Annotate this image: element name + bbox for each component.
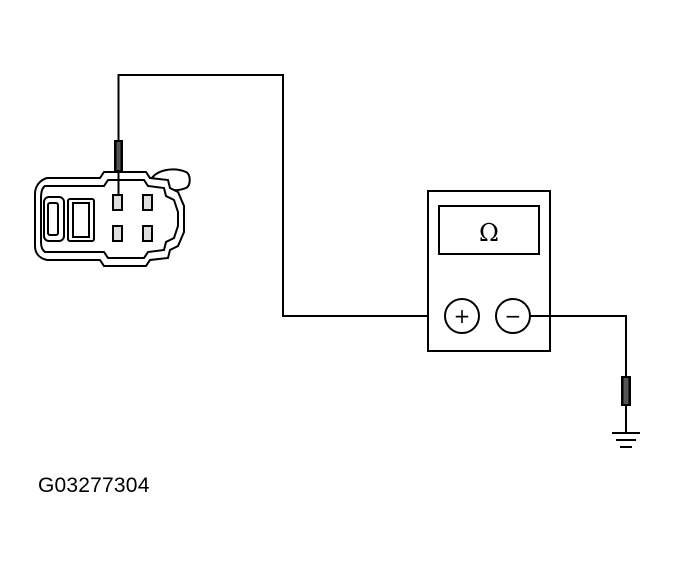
probe-icon xyxy=(114,140,123,196)
test-lead-negative xyxy=(530,315,627,376)
meter-display xyxy=(438,205,540,255)
figure-id: G03277304 xyxy=(38,474,150,497)
positive-terminal xyxy=(444,298,480,334)
negative-symbol: − xyxy=(505,304,522,328)
positive-symbol: + xyxy=(454,304,471,328)
test-lead-positive xyxy=(117,74,447,317)
ground-probe-icon xyxy=(621,376,631,432)
ohm-symbol: Ω xyxy=(479,219,499,247)
terminal-cavity xyxy=(142,194,153,211)
ground-icon xyxy=(612,432,640,448)
terminal-cavity xyxy=(112,194,123,211)
connector xyxy=(34,168,191,267)
ohmmeter: Ω + − xyxy=(427,190,551,352)
terminal-cavity xyxy=(112,225,123,242)
terminal-cavity xyxy=(142,225,153,242)
